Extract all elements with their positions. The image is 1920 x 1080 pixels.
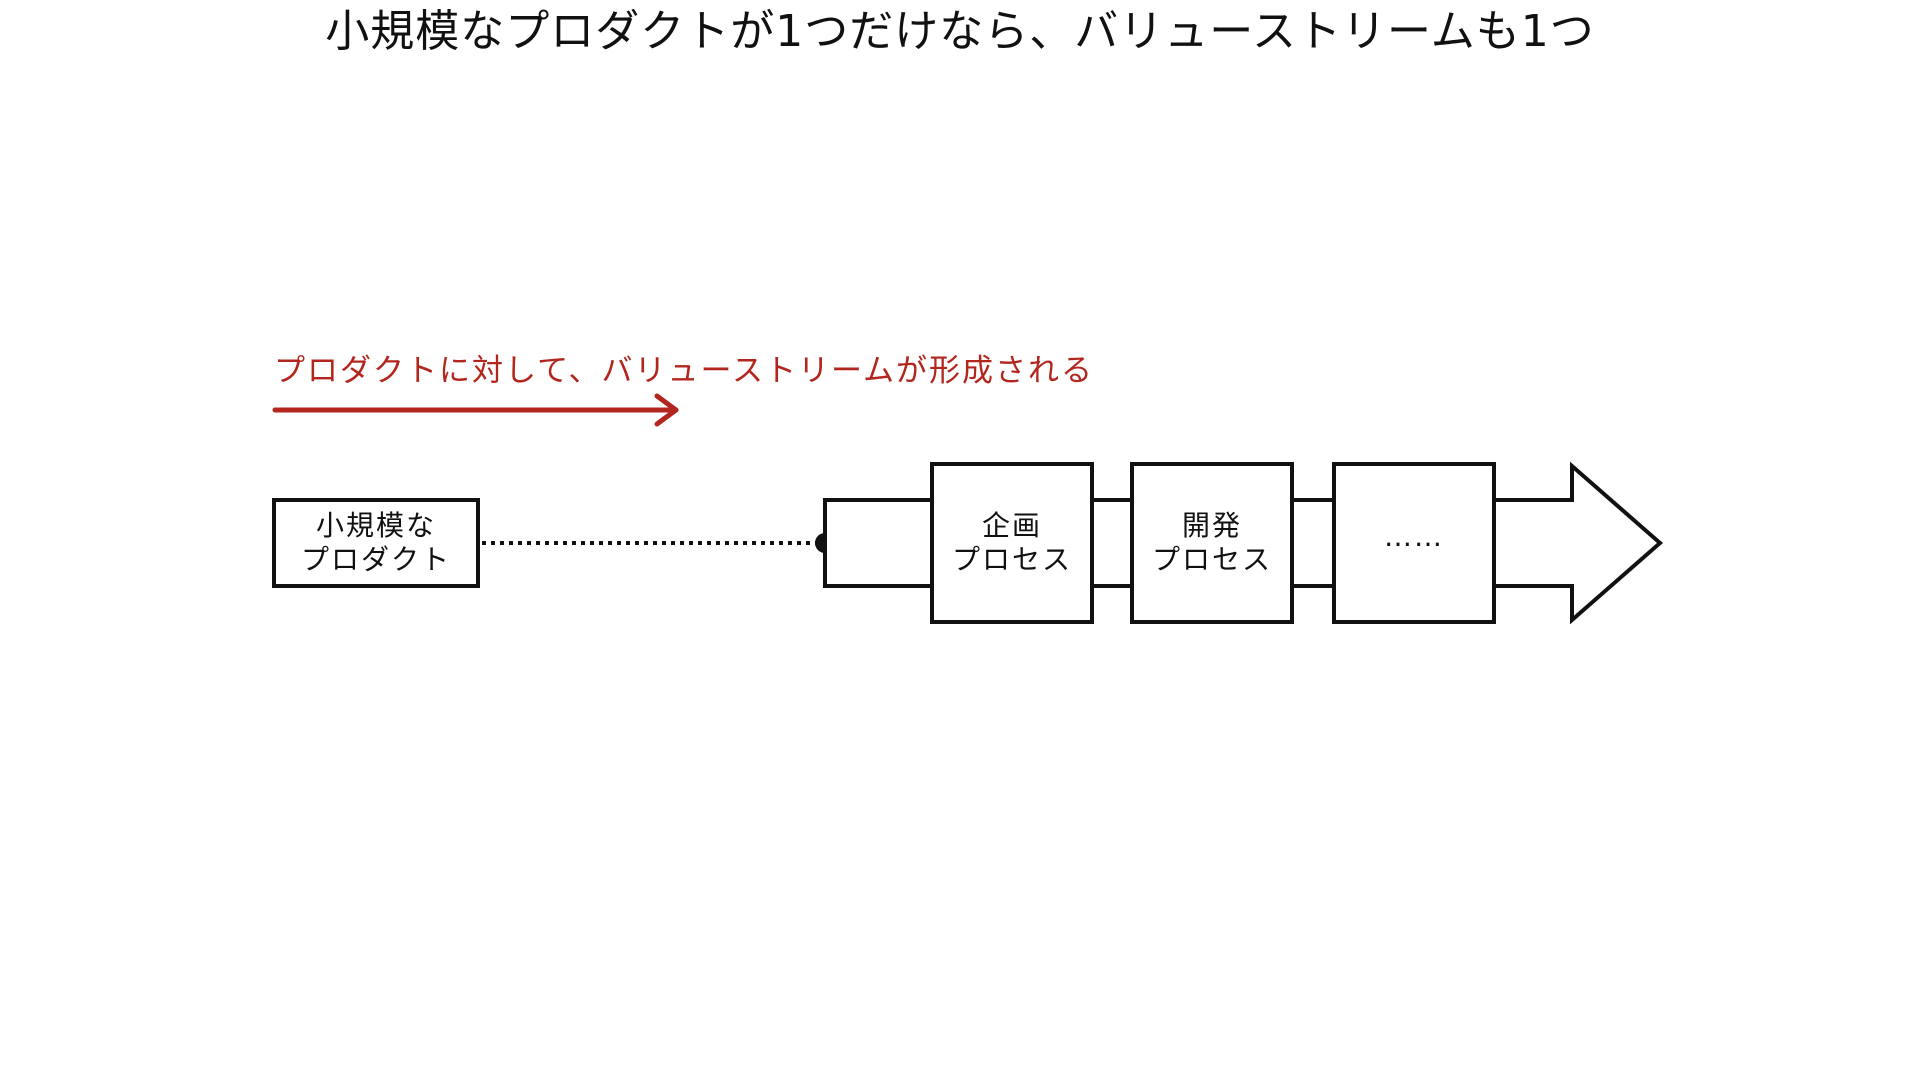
stage-box-planning (930, 462, 1094, 624)
slide-title: 小規模なプロダクトが1つだけなら、バリューストリームも1つ (325, 6, 1595, 57)
product-box-label-line1: 小規模な (315, 509, 436, 542)
stage-box-more (1332, 462, 1496, 624)
annotation-label: プロダクトに対して、バリューストリームが形成される (274, 353, 1095, 389)
product-box-label-line2: プロダクト (300, 543, 451, 576)
stage-label-development: 開発 プロセス (1132, 509, 1292, 577)
product-box (272, 498, 480, 588)
stage-box-development (1130, 462, 1294, 624)
annotation-arrow (272, 393, 679, 427)
stage-label-line1: 企画 (981, 509, 1042, 542)
stage-label-more: …… (1334, 520, 1494, 554)
stage-label-line1: 開発 (1181, 509, 1242, 542)
stage-label-planning: 企画 プロセス (932, 509, 1092, 577)
stage-label-line2: プロセス (1151, 543, 1272, 576)
stage-label-line1: …… (1384, 520, 1444, 553)
product-box-label: 小規模な プロダクト (274, 509, 478, 577)
stage-label-line2: プロセス (951, 543, 1072, 576)
annotation-arrow-head (654, 393, 679, 427)
